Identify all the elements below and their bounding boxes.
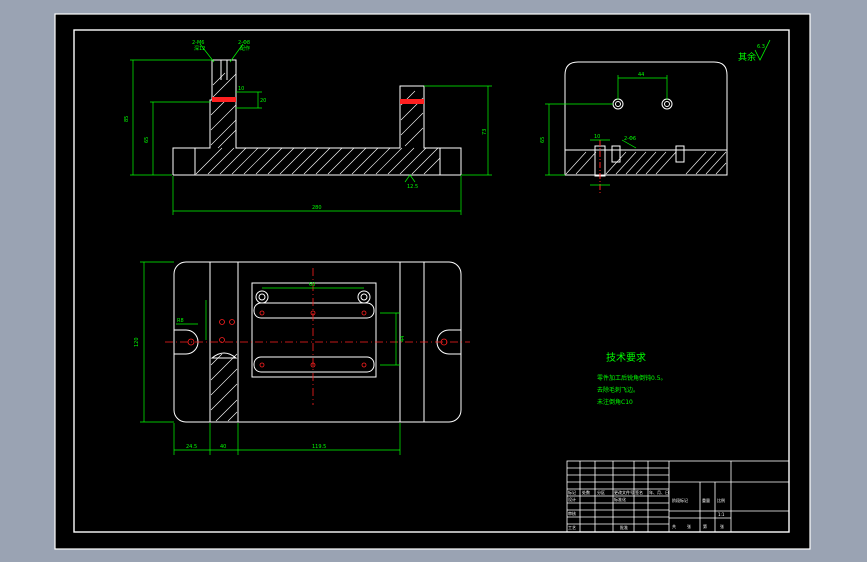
top-dimensions: [140, 261, 401, 455]
front-dimensions: [130, 43, 492, 215]
tech-requirements: 技术要求 零件加工后锐角倒钝0.5。 去除毛刺飞边。 未注倒角C10: [597, 351, 667, 406]
side-dimension-text: 44 65 10 2-Φ6: [540, 72, 644, 143]
front-hatch: [195, 72, 441, 175]
dim-hole-spacing: 44: [638, 72, 644, 78]
roughness-note: 其余 6.3: [738, 39, 771, 63]
front-dimension-text: 2-M6 深12 2-Φ8 配作 280 85 65 73 10 20 12.5: [124, 40, 488, 211]
callout-phi8: 2-Φ8: [238, 40, 250, 46]
dim-side-step: 10: [594, 134, 600, 140]
roughness-symbol-icon: [754, 39, 771, 61]
dim-top-slot: 60: [309, 282, 315, 288]
dim-top-height: 120: [134, 337, 140, 347]
tb-cell-16: 第: [703, 523, 707, 529]
tb-cell-17: 张: [720, 523, 724, 529]
tb-cell-11: 审核: [568, 510, 576, 516]
dim-height-right: 73: [482, 129, 488, 135]
side-dimensions: [545, 75, 668, 186]
dim-top-b: 20: [260, 98, 266, 104]
tb-cell-13: 批准: [620, 524, 628, 530]
drawing-border: [73, 29, 790, 533]
tb-cell-7: 标准化: [614, 496, 626, 502]
tech-requirements-title: 技术要求: [606, 351, 646, 364]
side-view: [564, 61, 728, 195]
dim-top-slot2: 44: [400, 336, 406, 342]
callout-m6-sub: 深12: [194, 45, 205, 52]
title-block-text: 标记 处数 分区 更改文件号 签名 年、月、日 设计 标准化 阶段标记 重量 比…: [568, 489, 725, 530]
tb-cell-15: 张: [687, 523, 691, 529]
tb-cell-4: 签名: [635, 489, 643, 495]
dim-height-inner: 65: [144, 137, 150, 143]
side-callout: 2-Φ6: [624, 136, 636, 142]
dim-top-a: 10: [238, 86, 244, 92]
tb-cell-6: 设计: [568, 496, 576, 502]
roughness-note-value: 6.3: [757, 44, 765, 50]
callout-phi8-sub: 配作: [240, 45, 250, 52]
drawing-paper: [54, 13, 811, 550]
tb-cell-10: 比例: [717, 497, 725, 503]
top-dimension-text: 120 24.5 40 119.5 60 44 R8: [134, 282, 406, 450]
roughness-front: 12.5: [407, 184, 418, 190]
tb-cell-2: 分区: [597, 489, 605, 495]
tech-requirement-1: 零件加工后锐角倒钝0.5。: [597, 374, 667, 382]
tb-cell-1: 处数: [582, 489, 590, 495]
tb-cell-9: 重量: [702, 497, 710, 503]
front-view: [172, 59, 462, 176]
dim-total-width: 280: [312, 205, 322, 211]
dim-top-radius: R8: [177, 318, 184, 324]
tech-requirement-2: 去除毛刺飞边。: [597, 386, 639, 394]
dim-top-left: 24.5: [186, 444, 197, 450]
tb-cell-8: 阶段标记: [672, 497, 688, 503]
tech-requirement-3: 未注倒角C10: [597, 398, 633, 406]
tb-scale: 1:1: [718, 512, 725, 517]
tb-cell-5: 年、月、日: [649, 489, 669, 495]
roughness-note-label: 其余: [738, 51, 756, 63]
tb-cell-14: 共: [672, 523, 676, 529]
dim-height-outer: 85: [124, 116, 130, 122]
tb-cell-12: 工艺: [568, 525, 576, 530]
dim-side-height: 65: [540, 137, 546, 143]
tb-cell-3: 更改文件号: [614, 489, 634, 495]
dim-top-mid: 40: [220, 444, 226, 450]
callout-m6: 2-M6: [192, 40, 204, 46]
title-block: [566, 460, 790, 533]
top-centerlines: [165, 268, 470, 405]
tb-cell-0: 标记: [568, 489, 576, 495]
dim-top-right: 119.5: [312, 444, 326, 450]
